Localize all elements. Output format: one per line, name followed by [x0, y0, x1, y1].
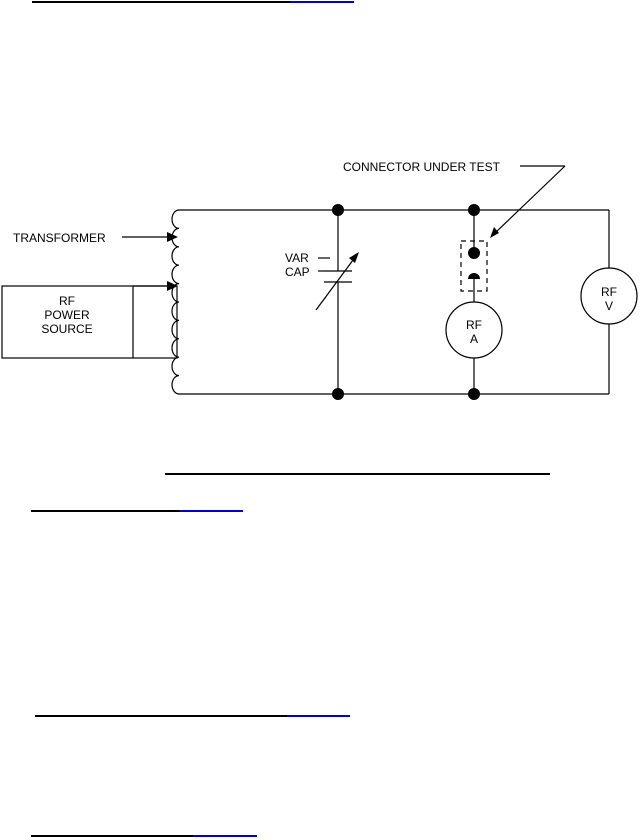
node-dot — [468, 388, 480, 400]
node-dot — [468, 204, 480, 216]
connector-socket — [468, 273, 480, 279]
transformer-arrowhead — [167, 232, 178, 242]
connector-arrow — [493, 165, 566, 235]
top-rule-link[interactable] — [290, 1, 354, 3]
rule-3 — [35, 715, 287, 717]
source-arrowhead — [167, 281, 178, 291]
top-rule — [32, 1, 290, 3]
rule-2 — [31, 510, 179, 512]
rule-2-link[interactable] — [179, 510, 243, 512]
label-source-line3: SOURCE — [41, 322, 92, 336]
node-dot — [332, 204, 344, 216]
label-cap-line1: VAR — [285, 251, 309, 265]
label-transformer: TRANSFORMER — [13, 231, 106, 245]
connector-under-test-box — [460, 240, 488, 292]
rf-power-source-box — [1, 285, 178, 359]
variable-arrow-shaft — [315, 255, 357, 311]
label-ammeter-line1: RF — [466, 318, 482, 332]
connector-arrowhead — [490, 227, 499, 238]
cap-variable-arrowhead — [349, 252, 359, 263]
label-voltmeter-line2: V — [605, 299, 613, 313]
rule-4-link[interactable] — [193, 835, 257, 837]
rule-4 — [31, 835, 193, 837]
label-source-line1: RF — [59, 294, 75, 308]
rule-3-link[interactable] — [287, 715, 350, 717]
label-source-line2: POWER — [44, 308, 90, 322]
node-dot — [332, 388, 344, 400]
rf-voltmeter-circle — [580, 267, 638, 325]
caption-rule — [165, 473, 550, 475]
connector-pin-dot — [468, 247, 480, 259]
label-voltmeter-line1: RF — [601, 285, 617, 299]
label-ammeter-line2: A — [470, 332, 478, 346]
transformer-coil — [171, 209, 180, 395]
label-cap-line2: CAP — [285, 265, 310, 279]
label-connector-under-test: CONNECTOR UNDER TEST — [343, 160, 501, 174]
